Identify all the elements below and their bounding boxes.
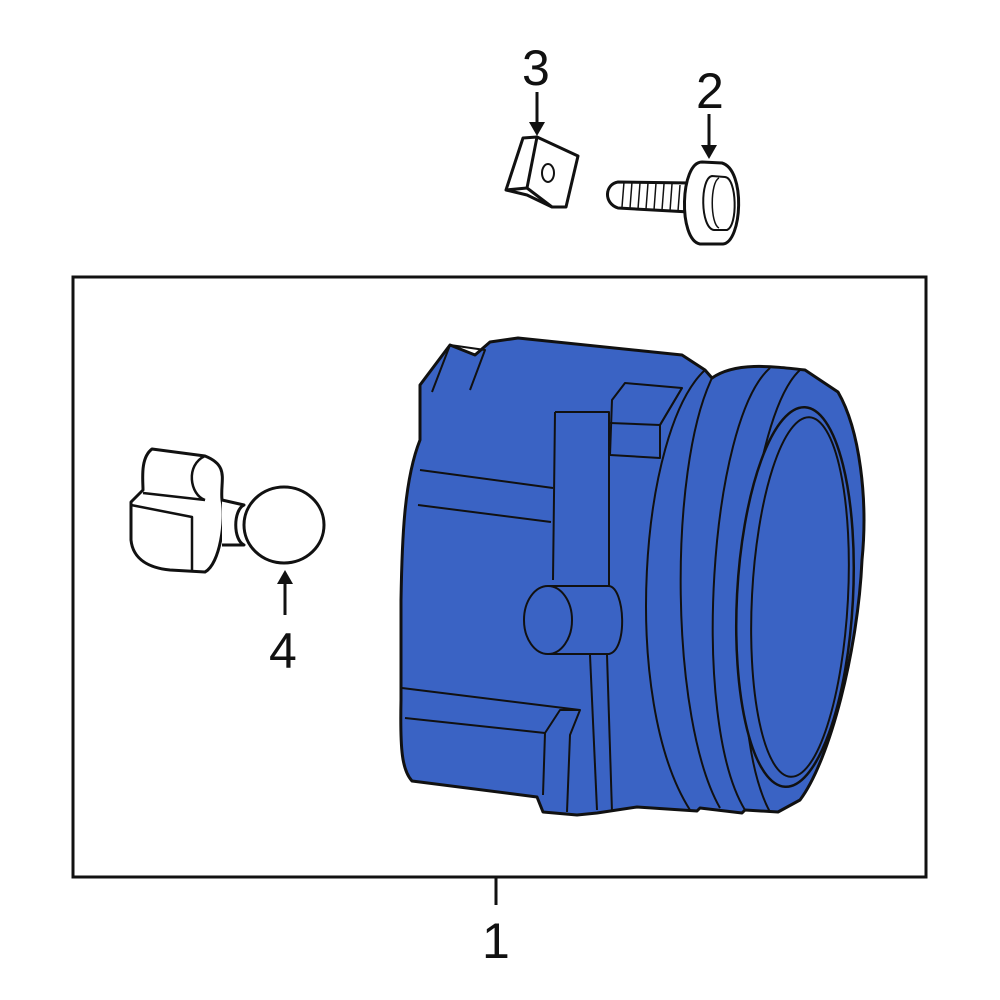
fog-lamp-icon[interactable]	[399, 336, 866, 817]
callout-1: 1	[482, 877, 510, 969]
callout-2: 2	[696, 63, 724, 159]
callout-label-1: 1	[482, 913, 510, 969]
bolt-icon[interactable]	[606, 160, 741, 246]
clip-nut-icon[interactable]	[504, 135, 580, 209]
callout-3: 3	[522, 40, 550, 136]
bulb-icon[interactable]	[129, 447, 326, 574]
callout-label-3: 3	[522, 40, 550, 96]
callout-4: 4	[269, 570, 297, 679]
callout-label-4: 4	[269, 623, 297, 679]
callout-label-2: 2	[696, 63, 724, 119]
